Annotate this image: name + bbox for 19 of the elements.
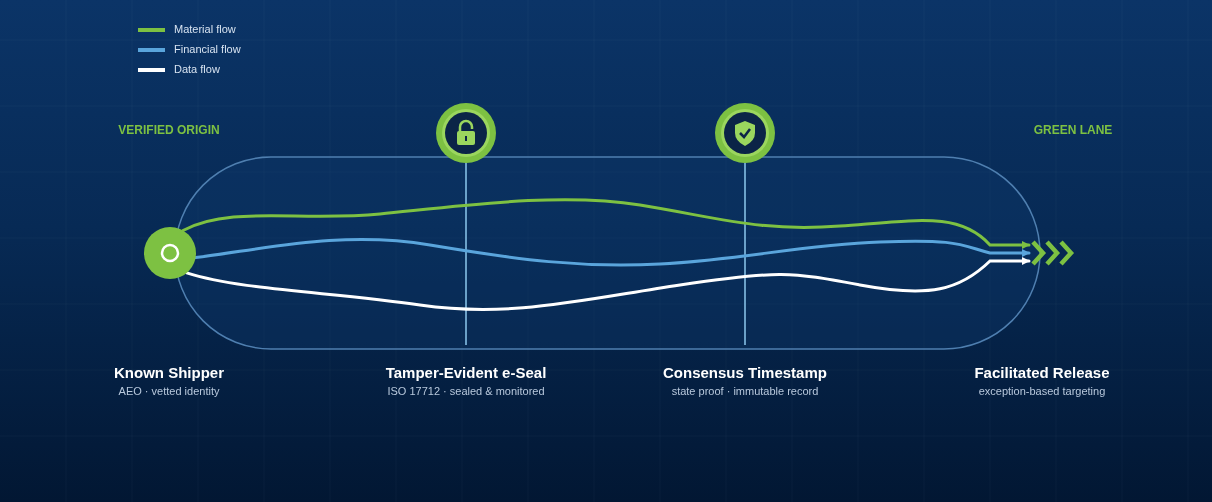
- stage-subtitle: AEO · vetted identity: [118, 385, 220, 397]
- stage-subtitle: state proof · immutable record: [671, 385, 819, 397]
- stage-title: Tamper-Evident e-Seal: [385, 363, 547, 381]
- legend-label: Financial flow: [174, 43, 241, 55]
- stage-tag: GREEN LANE: [1033, 123, 1113, 137]
- stage-title: Consensus Timestamp: [663, 363, 827, 381]
- flow-line: [181, 198, 1031, 249]
- stage-subtitle: exception-based targeting: [978, 385, 1106, 397]
- icon-circle: [715, 103, 775, 163]
- flow-line: [185, 257, 1031, 311]
- stage-subtitle: ISO 17712 · sealed & monitored: [387, 385, 545, 397]
- start-circle: [144, 227, 196, 279]
- flow-line: [194, 238, 1031, 267]
- stage-title: Facilitated Release: [974, 363, 1110, 381]
- stage-tag: VERIFIED ORIGIN: [118, 123, 220, 137]
- icon-circle: [436, 103, 496, 163]
- legend-label: Material flow: [174, 23, 236, 35]
- stage-title: Known Shipper: [114, 363, 224, 381]
- legend-label: Data flow: [174, 63, 220, 75]
